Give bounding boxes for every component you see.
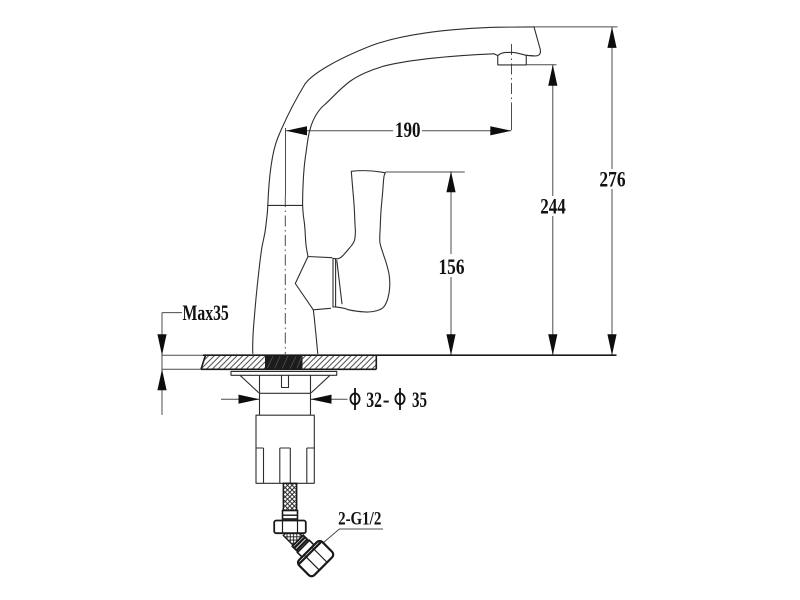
svg-text:32: 32 [366,387,382,412]
svg-text:276: 276 [599,167,625,192]
svg-text:2-G1/2: 2-G1/2 [338,509,381,530]
svg-text:Max35: Max35 [183,300,229,325]
svg-text:244: 244 [540,193,566,218]
svg-text:190: 190 [395,117,421,142]
svg-text:156: 156 [439,254,465,279]
svg-text:-: - [383,387,390,412]
svg-text:35: 35 [412,387,427,412]
